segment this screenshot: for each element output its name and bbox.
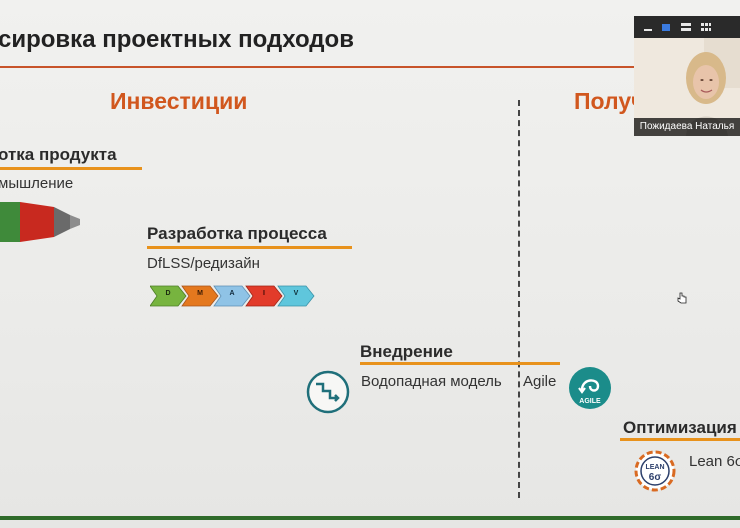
lean-icon-label: LEAN bbox=[645, 464, 664, 471]
waterfall-icon bbox=[306, 370, 350, 414]
stage-subtitle-product: мышление bbox=[0, 175, 74, 192]
stage-underline-process bbox=[147, 246, 352, 249]
funnel-graphic bbox=[0, 202, 80, 242]
lean-six-sigma-icon: LEAN 6σ bbox=[634, 450, 676, 492]
stage-title-implementation: Внедрение bbox=[360, 342, 453, 361]
grid-view-icon[interactable] bbox=[700, 22, 712, 32]
column-heading-investments: Инвестиции bbox=[110, 88, 248, 114]
chevron-d: D bbox=[150, 285, 187, 307]
chevron-m: M bbox=[181, 285, 219, 307]
video-thumbnail[interactable]: Пожидаева Наталья bbox=[634, 16, 740, 136]
six-sigma-label: 6σ bbox=[649, 472, 662, 483]
stage-subtitle-optimization: Lean 6σ bbox=[689, 453, 740, 470]
stage-subtitle-agile: Agile bbox=[523, 373, 557, 390]
speaker-view-icon[interactable] bbox=[680, 22, 692, 32]
funnel-segment-red bbox=[20, 202, 54, 242]
stage-underline-optimization bbox=[620, 438, 740, 441]
stage-title-product: отка продукта bbox=[0, 145, 117, 164]
agile-icon-label: AGILE bbox=[579, 398, 601, 405]
column-heading-returns: Получ bbox=[574, 88, 645, 114]
chevron-a-letter: A bbox=[229, 290, 234, 297]
funnel-segment-gray bbox=[54, 207, 70, 237]
slide-title: сировка проектных подходов bbox=[0, 26, 354, 53]
chevron-v-letter: V bbox=[294, 290, 299, 297]
chevron-i-letter: I bbox=[263, 290, 265, 297]
stage-underline-product bbox=[0, 167, 142, 170]
agile-icon: AGILE bbox=[569, 367, 611, 409]
chevron-m-letter: M bbox=[197, 290, 203, 297]
stage-title-optimization: Оптимизация bbox=[623, 418, 737, 437]
stage-subtitle-waterfall: Водопадная модель bbox=[361, 373, 502, 390]
chevron-v: V bbox=[277, 285, 315, 307]
video-control-bar bbox=[634, 16, 740, 38]
bottom-rule bbox=[0, 516, 740, 520]
title-rule bbox=[0, 66, 740, 68]
chevron-i: I bbox=[245, 285, 283, 307]
participant-name: Пожидаева Наталья bbox=[634, 118, 740, 136]
dmaic-chevrons: D M A I V bbox=[150, 285, 315, 307]
stage-subtitle-process: DfLSS/редизайн bbox=[147, 255, 260, 272]
blue-square-icon[interactable] bbox=[660, 22, 672, 32]
stage-title-process: Разработка процесса bbox=[147, 224, 327, 243]
stage-underline-implementation bbox=[360, 362, 560, 365]
dashed-divider bbox=[518, 100, 520, 498]
chevron-d-letter: D bbox=[165, 290, 170, 297]
minimize-icon[interactable] bbox=[642, 22, 654, 32]
hand-cursor-icon bbox=[677, 292, 687, 304]
funnel-tip bbox=[70, 215, 80, 229]
funnel-segment-green bbox=[0, 202, 20, 242]
chevron-a: A bbox=[213, 285, 251, 307]
